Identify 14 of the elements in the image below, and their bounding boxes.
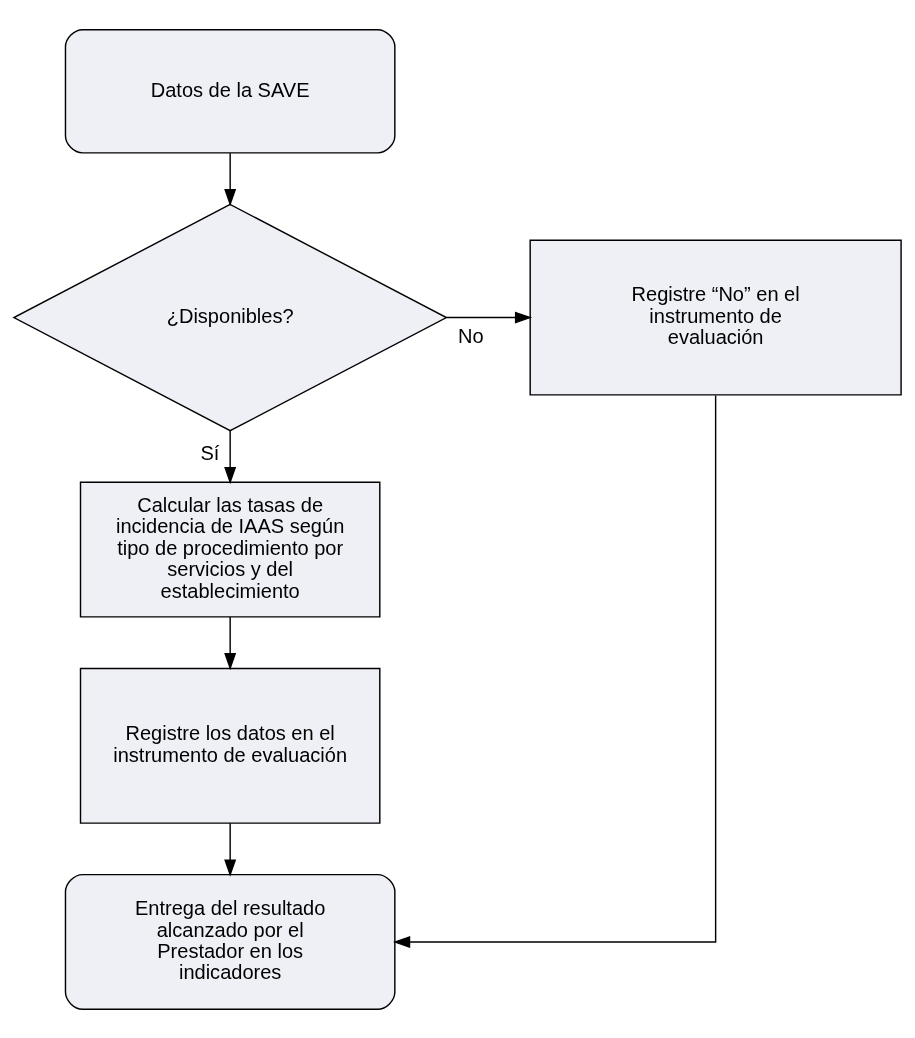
node-box: Datos de la SAVE — [64, 28, 396, 154]
node-box: Registre los datos en el instrumento de evaluación — [79, 667, 381, 824]
arrow — [445, 311, 533, 324]
arrow — [224, 151, 237, 206]
arrow — [224, 822, 237, 877]
arrow — [393, 394, 717, 948]
arrow — [224, 429, 237, 484]
node-box: Registre “No” en el instrumento de evaluación — [529, 239, 902, 396]
edge-label: Sí — [200, 441, 220, 464]
node-box: Entrega del resultado alcanzado por el Prestador en los indicadores — [64, 873, 396, 1010]
node-diamond: ¿Disponibles? — [12, 203, 448, 431]
edge-label: No — [457, 324, 484, 347]
node-box: Calcular las tasas de incidencia de IAAS según tipo de procedimiento por servicios y del establecimiento — [79, 481, 381, 618]
arrow — [224, 615, 237, 670]
